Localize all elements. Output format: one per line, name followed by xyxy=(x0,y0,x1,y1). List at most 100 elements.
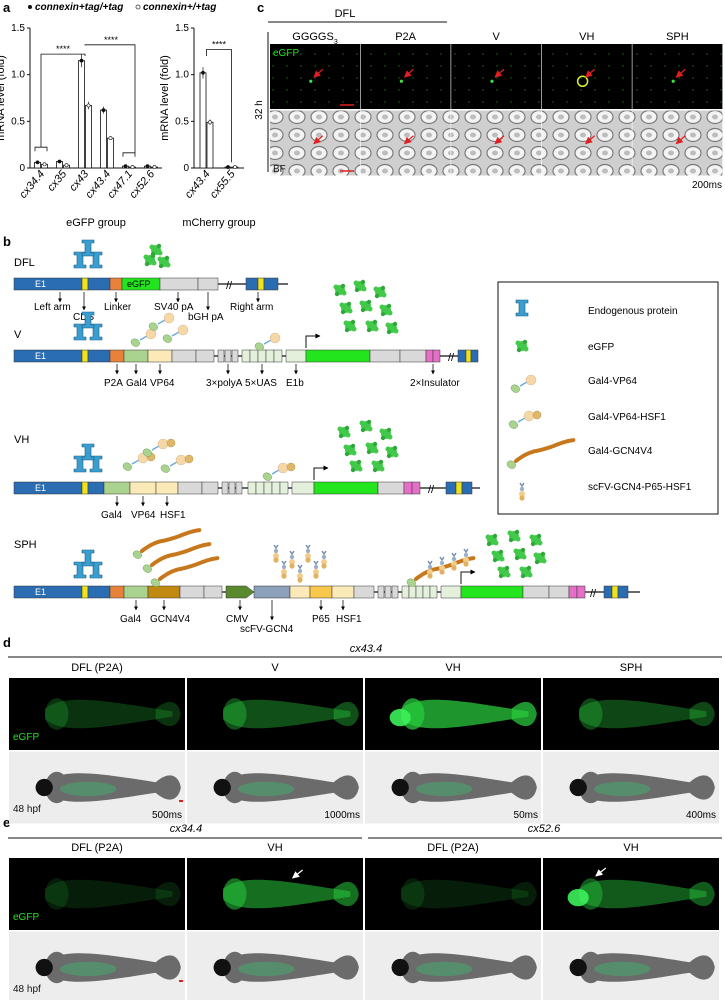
d-exposure: 1000ms xyxy=(324,810,360,821)
v-gal4: Gal4 xyxy=(126,378,148,389)
data-point xyxy=(64,163,69,168)
v-insulator: 2×Insulator xyxy=(410,378,460,389)
fish-merge xyxy=(238,781,295,797)
c-arrow xyxy=(403,68,414,78)
c-column-label: SPH xyxy=(666,31,689,43)
v-vp64: VP64 xyxy=(150,378,175,389)
y-tick-label: 0 xyxy=(19,163,25,174)
d-exposure: 400ms xyxy=(686,810,716,821)
b-legend-egfp: eGFP xyxy=(588,342,614,353)
sig-label: **** xyxy=(56,44,71,54)
c-signal xyxy=(671,79,675,83)
fish-merge xyxy=(594,961,651,977)
v-e1: E1 xyxy=(35,351,46,361)
dfl-cds: CDS xyxy=(73,312,94,323)
d-column-label: V xyxy=(271,662,279,674)
fish-merge xyxy=(416,781,473,797)
sig-bracket xyxy=(206,49,232,163)
x-tick-label: cx35 xyxy=(45,168,70,194)
e-stage: 48 hpf xyxy=(13,984,41,995)
svg-text://: // xyxy=(590,588,597,600)
vh-vp64: VP64 xyxy=(131,510,156,521)
bar xyxy=(107,137,114,169)
data-point xyxy=(226,165,230,169)
dfl-egfp: eGFP xyxy=(127,279,151,289)
data-point xyxy=(208,120,212,125)
c-column-label: GGGGS3 xyxy=(292,31,338,46)
data-point xyxy=(86,103,91,108)
fish-eye xyxy=(569,958,587,977)
legend-wt-tag: connexin+/+tag xyxy=(143,2,216,13)
d-column-label: SPH xyxy=(620,662,643,674)
c-arrow xyxy=(675,68,686,78)
panel-d: cx43.4 DFL (P2A)500msV1000msVH50msSPH400… xyxy=(8,643,722,824)
y-tick-label: 1.0 xyxy=(175,70,189,81)
sph-gcn4: GCN4V4 xyxy=(150,614,190,625)
data-point xyxy=(101,108,106,113)
fish-eye xyxy=(35,958,53,977)
construct-sph-name: SPH xyxy=(14,539,37,551)
fish-merge xyxy=(60,781,117,797)
dfl-e1: E1 xyxy=(35,279,46,289)
c-group-label: DFL xyxy=(335,8,356,20)
c-column-label: VH xyxy=(579,31,594,43)
v-polya: 3×polyA xyxy=(206,378,243,389)
bar xyxy=(100,109,107,169)
x-tick-label: cx52.6 xyxy=(127,168,158,201)
e-row-egfp: eGFP xyxy=(13,912,39,923)
vh-e1: E1 xyxy=(35,483,46,493)
d-stage: 48 hpf xyxy=(13,804,41,815)
c-time-label: 32 h xyxy=(254,100,265,119)
sig-label: **** xyxy=(104,35,119,45)
y-tick-label: 0 xyxy=(183,163,189,174)
legend-tag-tag: connexin+tag/+tag xyxy=(35,2,123,13)
x-tick-label: cx55.5 xyxy=(208,168,239,201)
fish-merge xyxy=(238,961,295,977)
d-column-label: DFL (P2A) xyxy=(71,662,123,674)
e-column-label: VH xyxy=(267,842,282,854)
construct-dfl-name: DFL xyxy=(14,257,35,269)
dfl-sv40: SV40 pA xyxy=(154,302,194,313)
sph-cmv: CMV xyxy=(226,614,249,625)
c-signal xyxy=(309,79,313,83)
fish-eye xyxy=(391,958,409,977)
d-exposure: 500ms xyxy=(152,810,182,821)
b-legend-gal4vp64hsf1: Gal4-VP64-HSF1 xyxy=(588,412,666,423)
sph-p65: P65 xyxy=(312,614,330,625)
panel-label-b: b xyxy=(3,234,11,249)
c-arrow xyxy=(313,135,324,145)
fish-merge xyxy=(60,961,117,977)
c-arrow xyxy=(585,68,595,78)
c-arrow xyxy=(313,68,324,78)
c-row-egfp: eGFP xyxy=(273,48,299,59)
panel-label-c: c xyxy=(257,0,264,15)
fish-eye xyxy=(391,778,409,797)
sph-hsf1: HSF1 xyxy=(336,614,362,625)
c-signal xyxy=(576,75,589,87)
white-arrow xyxy=(595,867,607,877)
c-arrow xyxy=(494,135,505,145)
fish-eye xyxy=(569,778,587,797)
svg-text://: // xyxy=(226,280,233,292)
c-column-label: V xyxy=(493,31,501,43)
panel-label-e: e xyxy=(3,815,10,830)
bar xyxy=(78,60,85,169)
c-arrow xyxy=(494,68,505,78)
y-tick-label: 1.5 xyxy=(175,23,189,34)
construct-v: V E1 // xyxy=(13,279,479,389)
sig-bracket xyxy=(34,53,86,152)
b-legend-gal4gcn4: Gal4-GCN4V4 xyxy=(588,446,653,457)
data-point xyxy=(79,58,84,63)
sig-label: **** xyxy=(212,39,227,49)
fish-eye xyxy=(213,958,231,977)
d-row-egfp: eGFP xyxy=(13,732,39,743)
dfl-left-arm: Left arm xyxy=(34,302,71,313)
c-arrow xyxy=(403,135,414,145)
x-axis-label: mCherry group xyxy=(182,217,255,229)
c-signal xyxy=(399,79,403,83)
panel-label-d: d xyxy=(3,635,11,650)
construct-v-name: V xyxy=(14,329,22,341)
